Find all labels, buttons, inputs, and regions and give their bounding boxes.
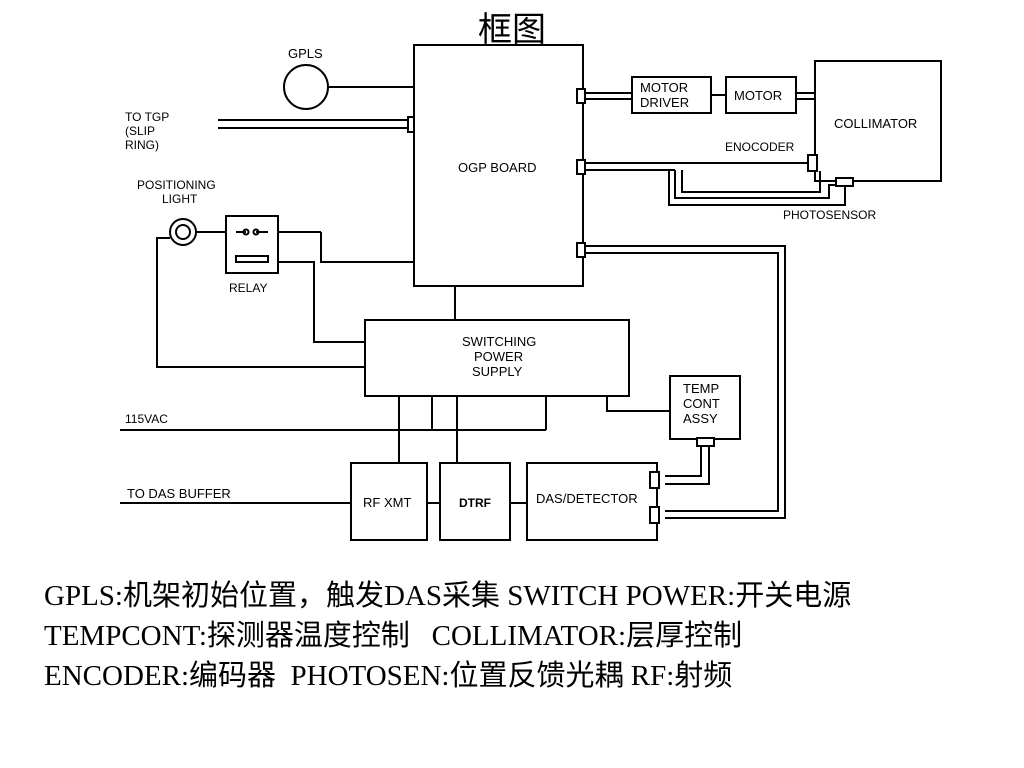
temp-label-1: TEMP (683, 381, 719, 396)
motor-label: MOTOR (734, 88, 782, 103)
temp-connector (696, 437, 715, 447)
relay-label: RELAY (229, 281, 267, 295)
caption-line-1: GPLS:机架初始位置，触发DAS采集 SWITCH POWER:开关电源 (44, 580, 852, 612)
collimator-label: COLLIMATOR (834, 116, 917, 131)
rf-xmt-box (350, 462, 428, 541)
collimator-box (814, 60, 942, 182)
gpls-circle (283, 64, 329, 110)
motor-box (725, 76, 797, 114)
relay-box (225, 215, 279, 274)
das-connector-ogp (649, 506, 660, 524)
caption-line-2: TEMPCONT:探测器温度控制 COLLIMATOR:层厚控制 (44, 620, 743, 652)
das-detector-label: DAS/DETECTOR (536, 491, 638, 506)
das-connector-temp (649, 471, 660, 489)
ogp-board-label: OGP BOARD (458, 160, 537, 175)
positioning-label-1: POSITIONING (137, 178, 216, 192)
to-tgp-label-1: TO TGP (125, 110, 169, 124)
gpls-label: GPLS (288, 46, 323, 61)
motor-driver-box (631, 76, 712, 114)
sps-label-3: SUPPLY (472, 364, 523, 379)
das-buffer-label: TO DAS BUFFER (127, 486, 231, 501)
encoder-label: ENOCODER (725, 140, 795, 154)
dtrf-label: DTRF (459, 496, 491, 510)
block-diagram: GPLS TO TGP (SLIP RING) POSITIONING LIGH… (120, 44, 942, 541)
caption-line-3: ENCODER:编码器 PHOTOSEN:位置反馈光耦 RF:射频 (44, 660, 733, 692)
positioning-light-icon (169, 218, 197, 246)
temp-label-3: ASSY (683, 411, 718, 426)
dtrf-box (439, 462, 511, 541)
das-detector-box (526, 462, 658, 541)
to-tgp-label-3: RING) (125, 138, 159, 152)
temp-label-2: CONT (683, 396, 720, 411)
sps-label-1: SWITCHING (462, 334, 536, 349)
encoder-connector (807, 154, 818, 172)
ogp-connector-encoder (576, 159, 586, 175)
rf-xmt-label: RF XMT (363, 495, 411, 510)
sps-label-2: POWER (474, 349, 523, 364)
temp-cont-assy-box (669, 375, 741, 440)
motor-driver-label-1: MOTOR (640, 80, 688, 95)
switching-power-supply-box (364, 319, 630, 397)
ogp-board-box (413, 44, 584, 287)
photosensor-connector (835, 177, 854, 187)
ogp-connector-motor (576, 88, 586, 104)
photosensor-label: PHOTOSENSOR (783, 208, 876, 222)
vac-label: 115VAC (125, 412, 168, 426)
ogp-connector-das (576, 242, 586, 258)
positioning-label-2: LIGHT (162, 192, 198, 206)
to-tgp-label-2: (SLIP (125, 124, 155, 138)
motor-driver-label-2: DRIVER (640, 95, 689, 110)
page-title: 框图 (478, 10, 546, 50)
